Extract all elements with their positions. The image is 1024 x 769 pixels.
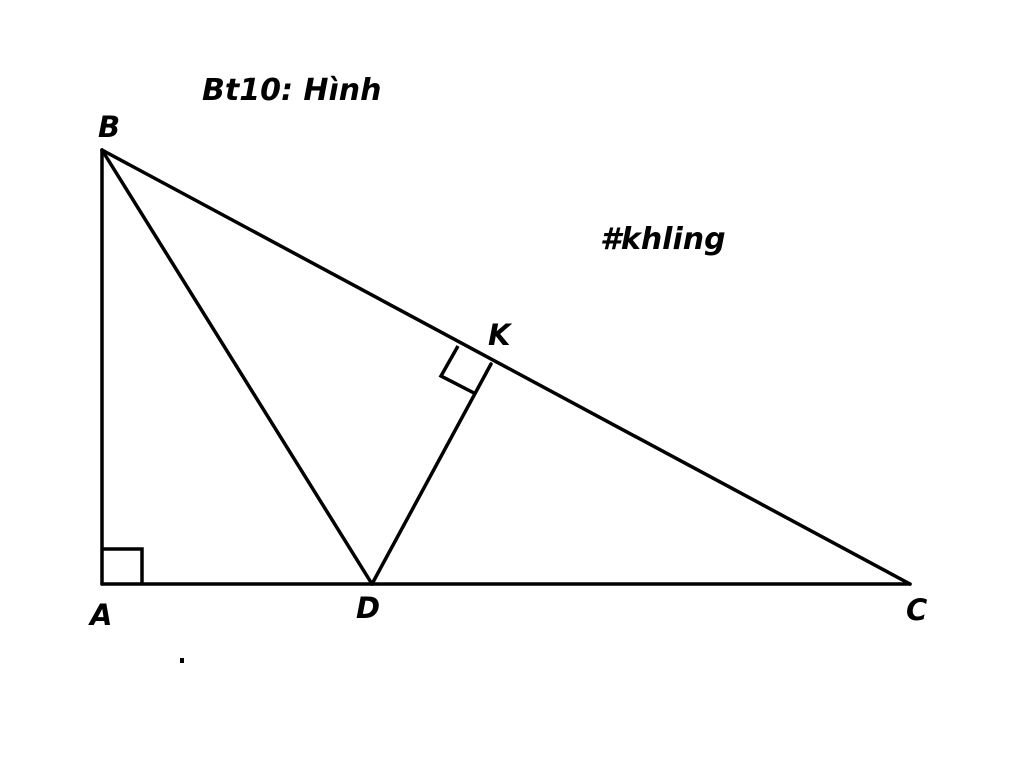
segment-BD bbox=[100, 148, 374, 586]
right-angle-mark-A bbox=[102, 547, 144, 584]
point-label-C: C bbox=[906, 593, 927, 627]
stray-dot bbox=[180, 658, 184, 663]
diagram-title: Bt10: Hình bbox=[202, 73, 382, 108]
segment-BC bbox=[100, 148, 912, 586]
point-label-A: A bbox=[88, 598, 112, 632]
point-label-B: B bbox=[98, 110, 120, 144]
point-label-K: K bbox=[488, 318, 513, 352]
right-angle-mark-K bbox=[438, 345, 475, 395]
point-label-D: D bbox=[356, 591, 380, 625]
watermark-text: #khling bbox=[600, 222, 726, 257]
segment-DK bbox=[370, 362, 493, 586]
